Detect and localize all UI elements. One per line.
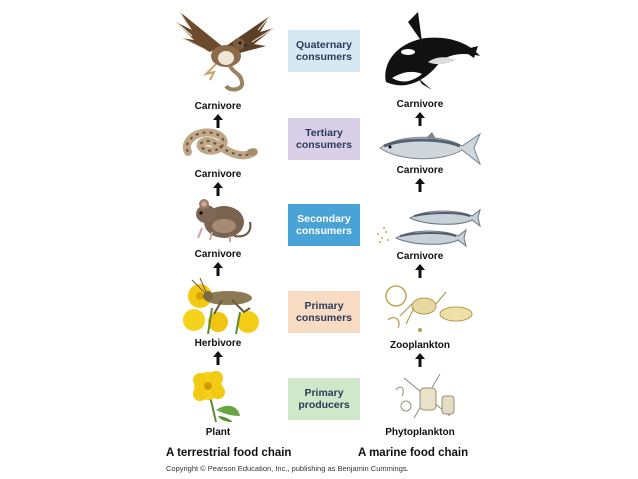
orca-icon [385, 12, 480, 90]
marine-label-tertiary: Carnivore [396, 165, 444, 176]
terrestrial-label-producer: Plant [205, 427, 231, 438]
level-label-line2: consumers [295, 312, 353, 324]
up-arrow-icon [415, 112, 425, 126]
up-arrow-icon [213, 262, 223, 276]
level-label-line2: producers [298, 399, 350, 411]
level-label-line2: consumers [295, 51, 353, 63]
marine-label-producer: Phytoplankton [385, 427, 455, 438]
snake-icon [182, 128, 258, 160]
up-arrow-icon [213, 114, 223, 128]
terrestrial-chain-title: A terrestrial food chain [166, 447, 292, 459]
terrestrial-label-secondary: Carnivore [194, 249, 242, 260]
up-arrow-icon [415, 178, 425, 192]
phytoplankton-icon [395, 373, 455, 419]
level-label-line1: Secondary [297, 213, 351, 225]
level-label-line1: Tertiary [305, 127, 343, 139]
terrestrial-label-quaternary: Carnivore [194, 101, 242, 112]
up-arrow-icon [415, 264, 425, 278]
up-arrow-icon [415, 353, 425, 367]
level-label-line1: Primary [304, 300, 344, 312]
tuna-icon [379, 132, 482, 166]
copyright-note: Copyright © Pearson Education, Inc., pub… [166, 464, 409, 473]
level-label-line2: consumers [295, 139, 353, 151]
terrestrial-label-tertiary: Carnivore [194, 169, 242, 180]
hawk-icon [175, 11, 275, 92]
marine-chain-title: A marine food chain [358, 447, 469, 459]
up-arrow-icon [213, 351, 223, 365]
level-label-line1: Primary [304, 387, 344, 399]
marine-label-primary-consumer: Zooplankton [390, 340, 450, 351]
flower-icon [193, 371, 240, 422]
level-label-line2: consumers [295, 225, 353, 237]
terrestrial-label-primary-consumer: Herbivore [194, 338, 242, 349]
level-label-line1: Quaternary [295, 39, 353, 51]
up-arrow-icon [213, 182, 223, 196]
mouse-icon [196, 199, 252, 242]
herring-icon [377, 208, 481, 248]
marine-label-quaternary: Carnivore [396, 99, 444, 110]
grasshopper-icon [183, 278, 259, 335]
zooplankton-icon [385, 285, 473, 332]
marine-label-secondary: Carnivore [396, 251, 444, 262]
